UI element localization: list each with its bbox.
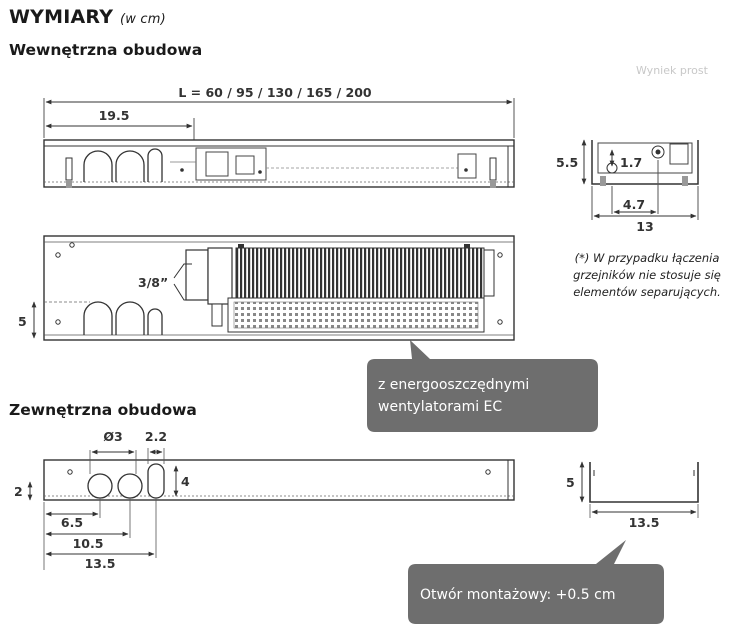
dim-3-8-label: 3/8” [138, 275, 168, 290]
dim-1-7-label: 1.7 [620, 155, 642, 170]
callout-mount-text: Otwór montażowy: +0.5 cm [420, 587, 615, 603]
dim-2-2-label: 2.2 [145, 429, 167, 444]
callout-ec-line2: wentylatorami EC [378, 399, 502, 415]
callout-mount-hole: Otwór montażowy: +0.5 cm [408, 540, 664, 624]
dim-19-5-label: 19.5 [99, 108, 130, 123]
section-title-outer: Zewnętrzna obudowa [9, 401, 197, 419]
outer-side-view: Ø3 2.2 4 2 6.5 10.5 13.5 [14, 429, 515, 571]
dim-2-label: 2 [14, 484, 23, 499]
note-text: (*) W przypadku łączenia grzejników nie … [573, 251, 721, 299]
faint-text: Wyniek prost [636, 64, 708, 77]
outer-cross-section: 5 13.5 [566, 461, 699, 530]
inner-side-view: L = 60 / 95 / 130 / 165 / 200 19.5 [43, 85, 515, 188]
callout-ec-fans: z energooszczędnymi wentylatorami EC [367, 340, 598, 432]
section-title-inner: Wewnętrzna obudowa [9, 41, 203, 59]
dim-13-5-right-label: 13.5 [629, 515, 660, 530]
dim-5-right-label: 5 [566, 475, 575, 490]
dim-6-5-label: 6.5 [61, 515, 83, 530]
dim-5-5-label: 5.5 [556, 155, 578, 170]
page-title: WYMIARY (w cm) [9, 6, 166, 28]
dim-phi3-label: Ø3 [103, 429, 122, 444]
inner-cross-section: 5.5 1.7 4.7 13 [556, 139, 699, 234]
dim-4-7-label: 4.7 [623, 197, 645, 212]
unit-label: (w cm) [119, 12, 166, 27]
inner-top-view: 3/8” 5 [18, 235, 515, 341]
dim-10-5-label: 10.5 [73, 536, 104, 551]
dim-5-left-label: 5 [18, 314, 27, 329]
callout-ec-line1: z energooszczędnymi [378, 377, 529, 393]
dim-13-label: 13 [636, 219, 653, 234]
length-label: L = 60 / 95 / 130 / 165 / 200 [178, 85, 372, 100]
dim-4-label: 4 [181, 474, 190, 489]
dim-13-5-left-label: 13.5 [85, 556, 116, 571]
